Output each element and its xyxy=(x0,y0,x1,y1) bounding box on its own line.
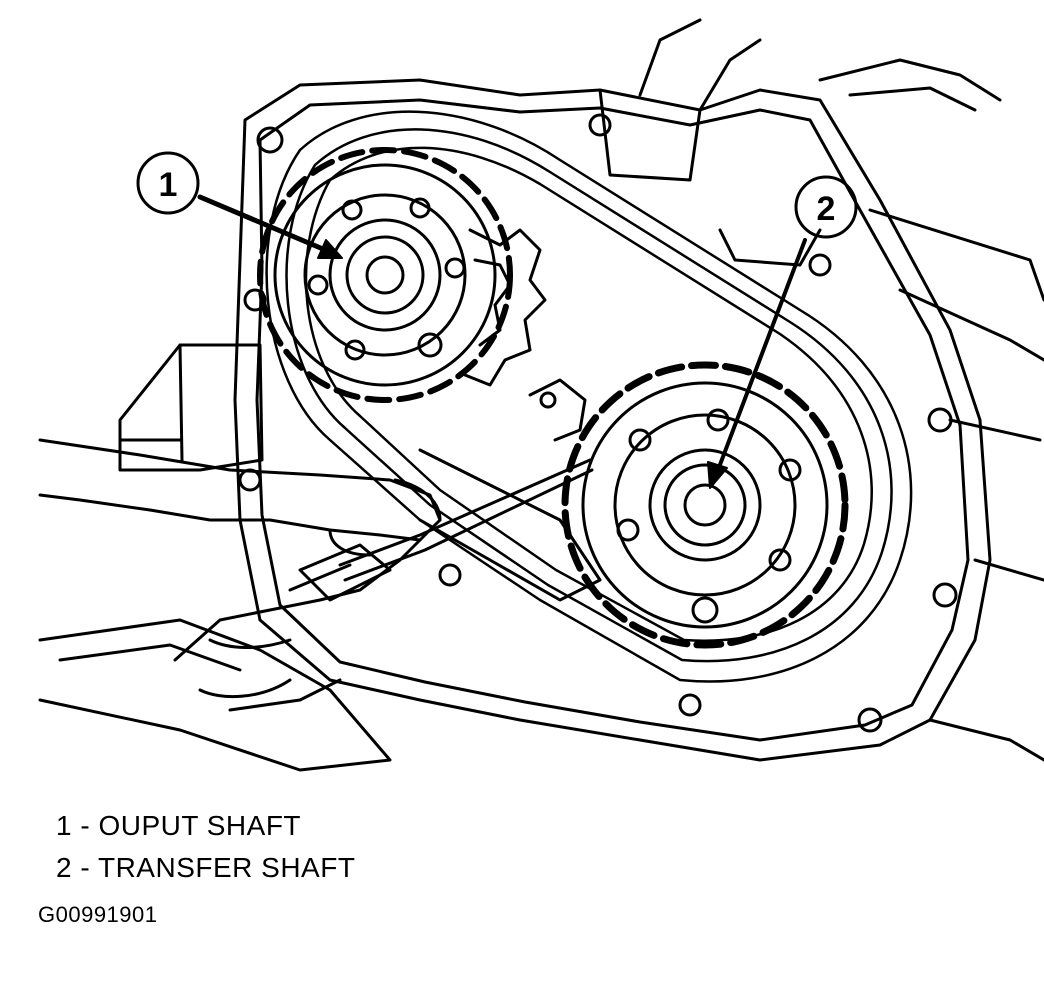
screwdriver-tool xyxy=(288,458,594,602)
callout-1-leader xyxy=(197,194,333,255)
output-shaft-sprocket xyxy=(257,147,513,403)
callout-2-arrowhead xyxy=(707,461,728,489)
callout-1: 1 xyxy=(136,151,343,259)
callout-1-circle xyxy=(136,151,200,215)
callout-2-circle xyxy=(794,175,858,239)
side-bracket xyxy=(38,343,392,772)
drive-chain xyxy=(265,110,913,683)
transfer-case-illustration: 1 2 xyxy=(38,18,1044,772)
chain-guide xyxy=(418,378,602,602)
figure-id: G00991901 xyxy=(38,902,158,927)
legend-item-transfer-shaft: 2 - TRANSFER SHAFT xyxy=(56,852,355,884)
intermediate-gear xyxy=(463,228,547,387)
legend-separator: - xyxy=(80,852,91,883)
legend-label: OUPUT SHAFT xyxy=(98,810,302,841)
callout-1-arrowhead xyxy=(317,239,343,259)
transfer-shaft-sprocket xyxy=(561,361,849,649)
callout-1-number: 1 xyxy=(159,166,178,204)
case-housing xyxy=(233,18,1044,762)
legend-item-output-shaft: 1 - OUPUT SHAFT xyxy=(56,810,301,842)
legend-label: TRANSFER SHAFT xyxy=(97,852,356,883)
callout-2-leader xyxy=(716,238,807,472)
legend-number: 1 xyxy=(56,810,73,841)
legend-separator: - xyxy=(80,810,91,841)
callout-2: 2 xyxy=(707,175,858,489)
legend-number: 2 xyxy=(56,852,73,883)
callout-2-number: 2 xyxy=(817,190,836,228)
